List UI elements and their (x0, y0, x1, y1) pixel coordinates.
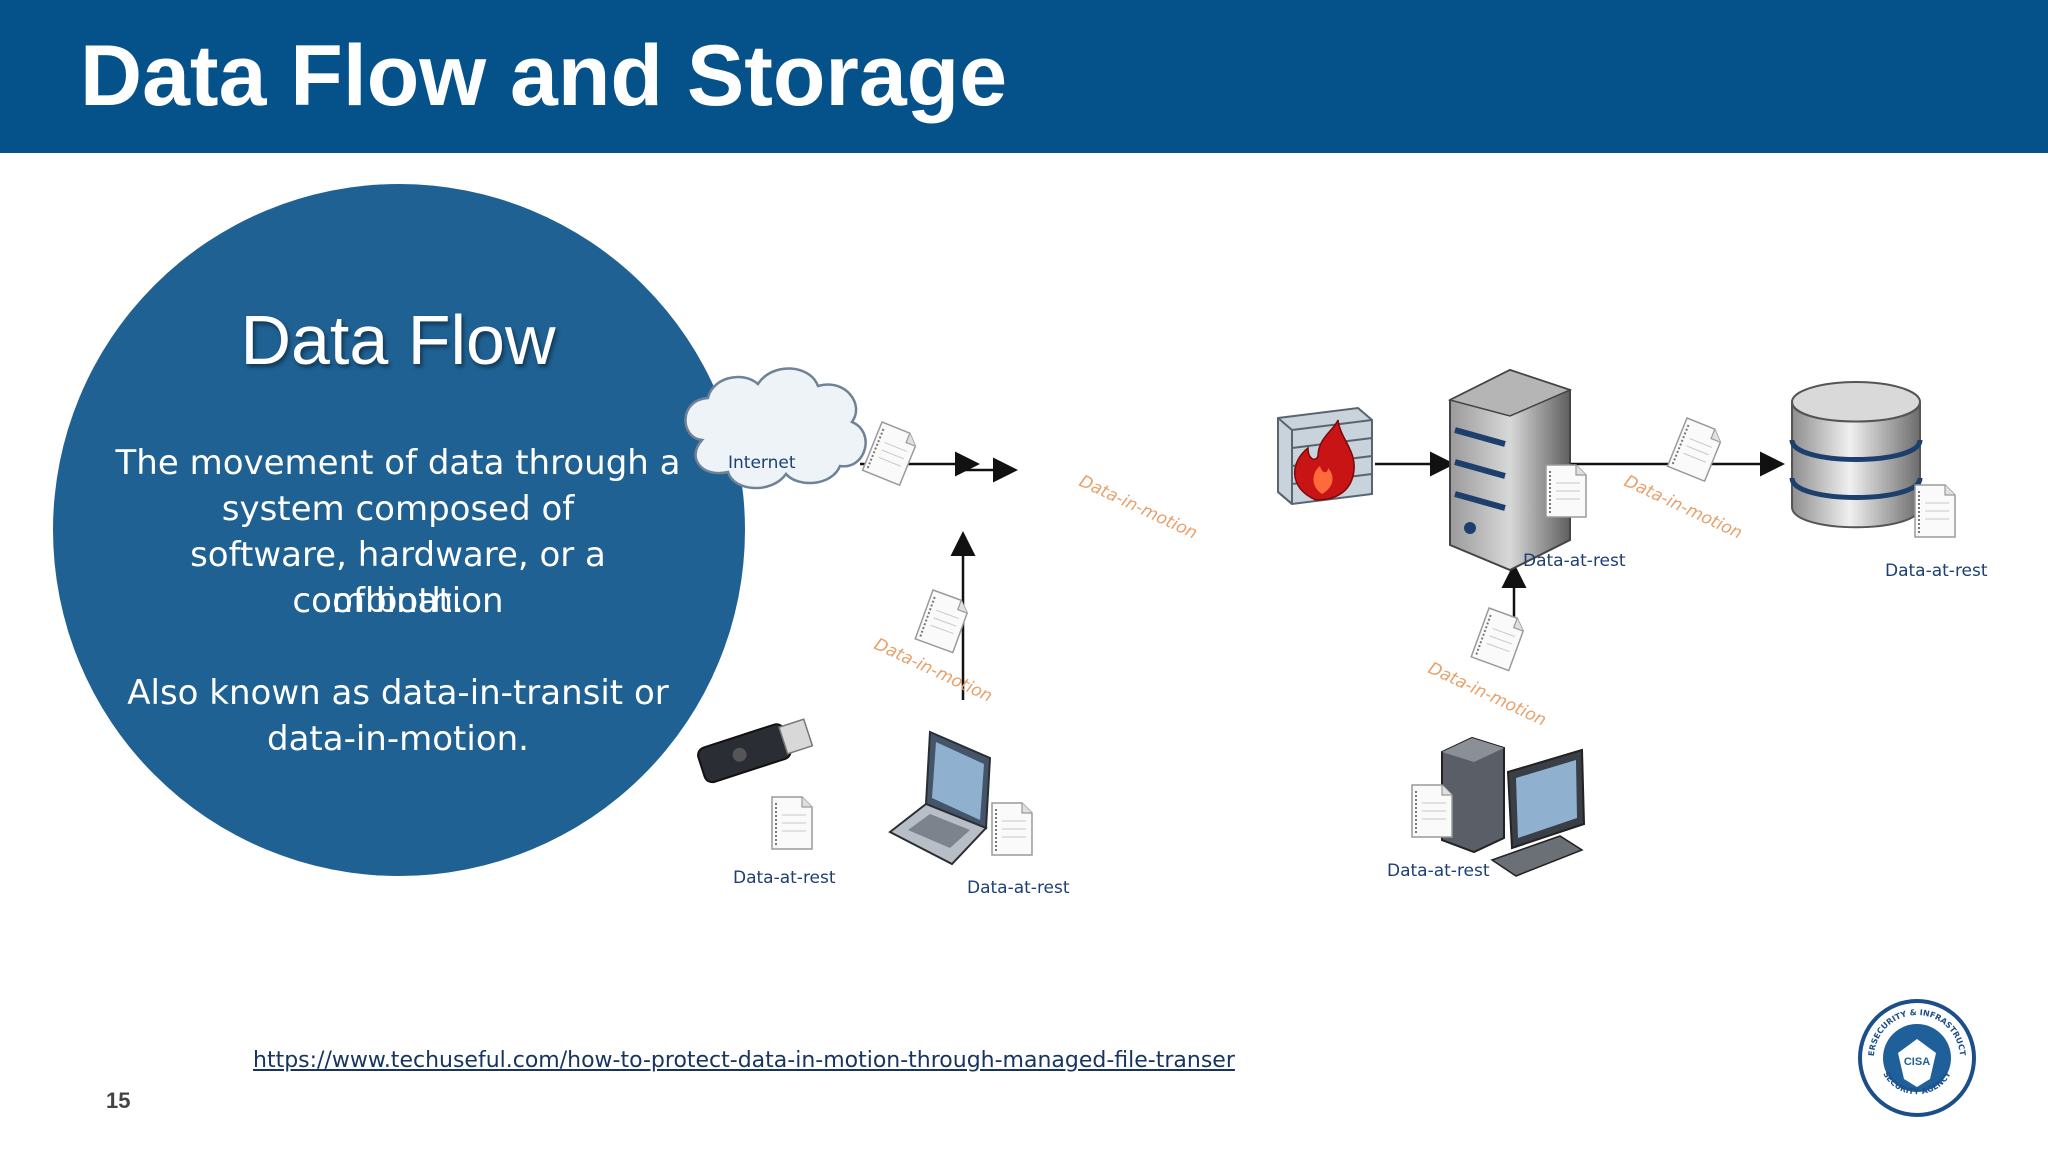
document-icon (1470, 607, 1528, 672)
laptop-icon (888, 730, 992, 866)
definition-line-4: of both. (332, 581, 464, 621)
rest-label: Data-at-rest (1885, 561, 1988, 581)
page-number: 15 (106, 1088, 131, 1113)
circle-heading: Data Flow (240, 301, 556, 379)
definition-line-5: Also known as data-in-transit or (127, 673, 669, 713)
firewall-icon (1277, 406, 1373, 506)
document-icon (1545, 464, 1587, 518)
definition-circle (53, 184, 745, 876)
rest-label: Data-at-rest (967, 878, 1070, 898)
server-icon (1447, 368, 1573, 572)
data-flow-diagram: Internet (684, 367, 1988, 898)
document-icon (861, 421, 921, 487)
motion-label: Data-in-motion (1621, 471, 1745, 543)
rest-label: Data-at-rest (733, 868, 836, 888)
rest-label: Data-at-rest (1387, 861, 1490, 881)
svg-text:CISA: CISA (1904, 1056, 1930, 1068)
document-icon (771, 796, 813, 850)
definition-line-2: system composed of (221, 489, 575, 529)
document-icon (1411, 784, 1453, 838)
document-icon (1914, 484, 1956, 538)
internet-label: Internet (728, 453, 796, 473)
cisa-seal-logo: CYBERSECURITY & INFRASTRUCTURE SECURITY … (1858, 999, 1976, 1117)
desktop-computer-icon (1441, 736, 1586, 877)
source-link[interactable]: https://www.techuseful.com/how-to-protec… (253, 1048, 1235, 1073)
rest-label: Data-at-rest (1523, 551, 1626, 571)
cloud-icon: Internet (684, 367, 867, 490)
definition-line-6: data-in-motion. (267, 719, 529, 759)
document-icon (1666, 417, 1726, 483)
motion-label: Data-in-motion (1076, 471, 1200, 543)
title-bar: Data Flow and Storage (0, 0, 2048, 153)
usb-drive-icon (697, 718, 814, 784)
slide-title: Data Flow and Storage (80, 28, 1008, 124)
database-icon (1789, 381, 1923, 529)
document-icon (991, 802, 1033, 856)
definition-line-3: software, hardware, or a combination (190, 535, 606, 621)
motion-label: Data-in-motion (1425, 658, 1549, 730)
definition-line-1: The movement of data through a (115, 443, 681, 483)
